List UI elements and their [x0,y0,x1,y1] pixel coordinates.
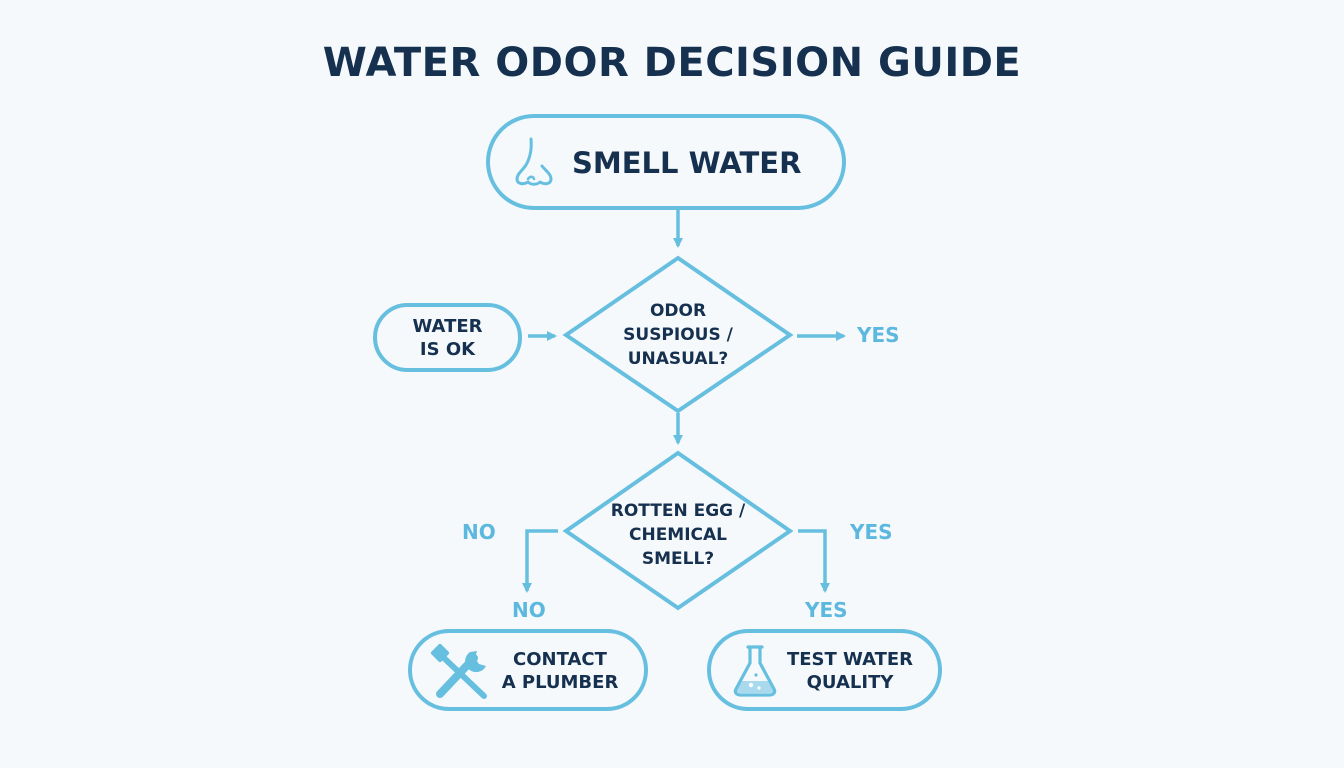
page-title: WATER ODOR DECISION GUIDE [322,40,1022,86]
start-node-label: SMELL WATER [572,146,802,180]
decision2-yes-label-lower: YES [805,598,848,622]
connector-decision2-yes [798,529,830,593]
decision2-diamond [562,450,794,611]
start-node [486,114,846,210]
plumber-node [408,629,648,711]
plumber-label: CONTACT A PLUMBER [501,649,619,693]
water-ok-node [373,303,522,372]
decision2-label: ROTTEN EGG / CHEMICAL SMELL? [610,501,746,569]
nose-icon [515,137,553,186]
decision2-no-label-lower: NO [512,598,546,622]
decision2-yes-label-upper: YES [850,520,893,544]
test-label: TEST WATER QUALITY [786,649,914,693]
decision1-label: ODOR SUSPIOUS / UNASUAL? [623,301,733,369]
wrench-screwdriver-icon [430,643,487,699]
flask-icon [733,645,777,697]
decision2-no-label-upper: NO [462,520,496,544]
decision1-diamond [562,255,794,414]
decision1-yes-label: YES [857,323,900,347]
connector-decision2-no [522,529,558,593]
water-ok-label: WATER IS OK [412,316,483,360]
